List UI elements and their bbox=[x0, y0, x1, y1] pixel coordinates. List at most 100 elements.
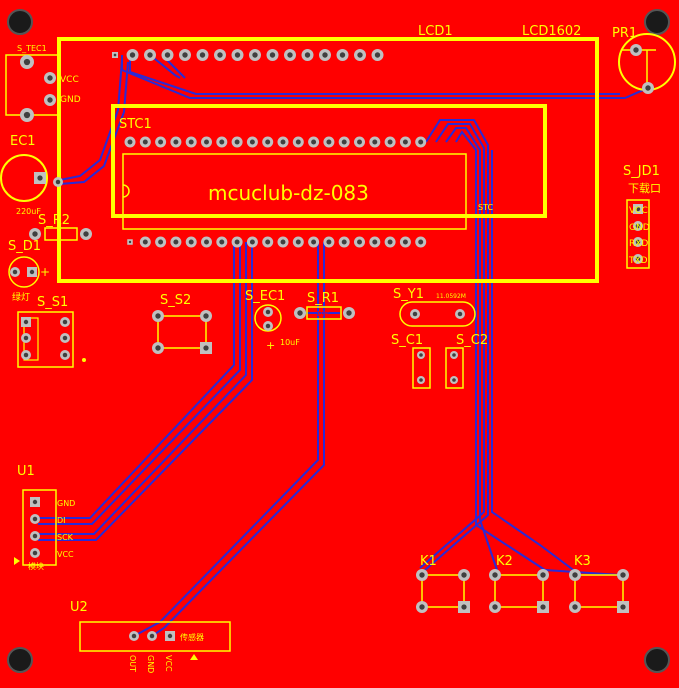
lcd-pin-hole bbox=[129, 52, 136, 58]
s-r2-label: S_R2 bbox=[38, 213, 70, 228]
u1-pin-hole bbox=[32, 516, 38, 522]
stc-top-pin-hole bbox=[357, 139, 362, 145]
s-d1-pin-hole bbox=[12, 269, 18, 275]
s-s1-pin-hole bbox=[62, 319, 68, 325]
stc-bottom-pin-hole bbox=[234, 239, 240, 245]
lcd-pin-hole bbox=[287, 52, 293, 58]
u1-pin-3: VCC bbox=[57, 550, 74, 559]
svg-text:+: + bbox=[266, 339, 275, 352]
ec1-label: EC1 bbox=[10, 134, 36, 149]
s-s2-pin-hole bbox=[155, 345, 161, 351]
stc-bottom-pin-hole bbox=[326, 239, 332, 245]
s-r1-value: 10k bbox=[316, 310, 330, 318]
s-ec1-value: 10uF bbox=[280, 338, 300, 347]
stc-top-pin-hole bbox=[142, 139, 148, 145]
k3-label: K3 bbox=[574, 554, 591, 569]
ec1-value: 220uF bbox=[16, 207, 41, 216]
s-s2-pin-hole bbox=[203, 345, 209, 351]
stc-bottom-pin-hole bbox=[128, 240, 132, 244]
s-tec1-label: S_TEC1 bbox=[17, 44, 47, 53]
stc-top-pin-hole bbox=[249, 139, 255, 145]
stc-bottom-pin-hole bbox=[357, 239, 362, 245]
mount-hole-tl bbox=[7, 9, 33, 35]
pr1-pin-hole bbox=[633, 47, 639, 53]
s-s2-label: S_S2 bbox=[160, 293, 191, 308]
s-y1-label: S_Y1 bbox=[393, 287, 424, 302]
jd1-pin-3: TXD bbox=[628, 256, 648, 266]
k-pin-hole bbox=[540, 572, 546, 578]
s-c1-pin-hole bbox=[419, 378, 423, 382]
mount-hole-bl bbox=[7, 647, 33, 673]
stc-bottom-pin-hole bbox=[158, 239, 164, 245]
u1-pin-1: DI bbox=[57, 516, 66, 525]
ec1-outline bbox=[0, 154, 48, 202]
pr1-label: PR1 bbox=[612, 26, 637, 41]
k2-label: K2 bbox=[496, 554, 513, 569]
stc-top-pin-hole bbox=[326, 139, 332, 145]
k-pin-hole bbox=[572, 572, 578, 578]
s-r2-pin-hole bbox=[83, 231, 89, 237]
s-c2-pin-hole bbox=[452, 353, 456, 357]
lcd1-label: LCD1 bbox=[418, 24, 453, 39]
s-s2-pin-hole bbox=[203, 313, 209, 319]
u2-pin-1: GND bbox=[146, 655, 155, 673]
jd1-pin-0: VCC bbox=[629, 206, 648, 216]
stc-top-pin-hole bbox=[265, 139, 271, 145]
lcd1602-label: LCD1602 bbox=[522, 24, 581, 39]
u2-pin-hole bbox=[149, 633, 155, 639]
s-s1-pin-hole bbox=[23, 335, 29, 341]
s-c2-label: S_C2 bbox=[456, 333, 488, 348]
s-s2-pin-hole bbox=[155, 313, 161, 319]
stc-top-pin-hole bbox=[127, 139, 133, 145]
u2-label: U2 bbox=[70, 600, 88, 615]
vcc-label-tec: VCC bbox=[60, 75, 79, 85]
u2-pin-0: OUT bbox=[128, 655, 137, 672]
stc-bottom-pin-hole bbox=[341, 239, 347, 245]
s-jd1-pin-hole bbox=[635, 239, 641, 245]
mount-hole-tr bbox=[644, 9, 670, 35]
jd1-title: 下载口 bbox=[628, 182, 661, 195]
s-jd1-pin-hole bbox=[635, 223, 641, 229]
k-pin-hole bbox=[461, 572, 467, 578]
s-c2-pin-hole bbox=[452, 378, 456, 382]
s-jd1-pin-hole bbox=[635, 256, 641, 262]
s-y1-pin-hole bbox=[457, 311, 463, 317]
mount-hole-br bbox=[644, 647, 670, 673]
stc-bottom-pin-hole bbox=[204, 239, 209, 245]
s-d1-sub: 绿灯 bbox=[12, 291, 30, 303]
lcd-pin-hole bbox=[339, 52, 346, 58]
k-pin-hole bbox=[620, 572, 626, 578]
u2-sub: 传感器 bbox=[180, 632, 204, 642]
u1-sub: 模块 bbox=[28, 561, 44, 571]
s-y1-value: 11.0592M bbox=[436, 293, 466, 300]
stc-top-pin-hole bbox=[219, 139, 225, 145]
u2-pin-hole bbox=[131, 633, 137, 639]
stc-bottom-pin-hole bbox=[295, 239, 301, 245]
s-s1-label: S_S1 bbox=[37, 295, 68, 310]
stc-bottom-pin-hole bbox=[387, 239, 393, 245]
labels: LCD1 LCD1602 PR1 S_TEC1 VCC GND EC1 220u… bbox=[8, 24, 661, 673]
stc-bottom-pin-hole bbox=[418, 239, 424, 245]
s-s1-pin-hole bbox=[62, 352, 68, 358]
lcd-pin-hole bbox=[234, 52, 241, 58]
lcd-pin-hole bbox=[304, 52, 311, 58]
lcd-pin-hole bbox=[357, 52, 363, 58]
lcd-pin-hole bbox=[164, 52, 171, 58]
s-tec1-pin-hole bbox=[47, 75, 53, 81]
s-d1-pin-hole bbox=[29, 269, 35, 275]
chip-text: mcuclub-dz-083 bbox=[208, 181, 369, 205]
s-tec1-pin-hole bbox=[23, 111, 31, 119]
stc-bottom-pin-hole bbox=[265, 239, 271, 245]
stc-top-pin-hole bbox=[158, 139, 164, 145]
u1-pin-hole bbox=[32, 499, 38, 505]
u1-pin-0: GND bbox=[57, 499, 75, 508]
u1-pin-2: SCK bbox=[57, 533, 74, 542]
stc-top-pin-hole bbox=[295, 139, 301, 145]
stc1-outline bbox=[111, 104, 547, 218]
chip-corner: STC bbox=[478, 203, 493, 212]
stc-bottom-pin-hole bbox=[249, 239, 255, 245]
tracks bbox=[38, 54, 649, 637]
k-pin-hole bbox=[419, 604, 425, 610]
s-r1-pin-hole bbox=[297, 310, 303, 316]
